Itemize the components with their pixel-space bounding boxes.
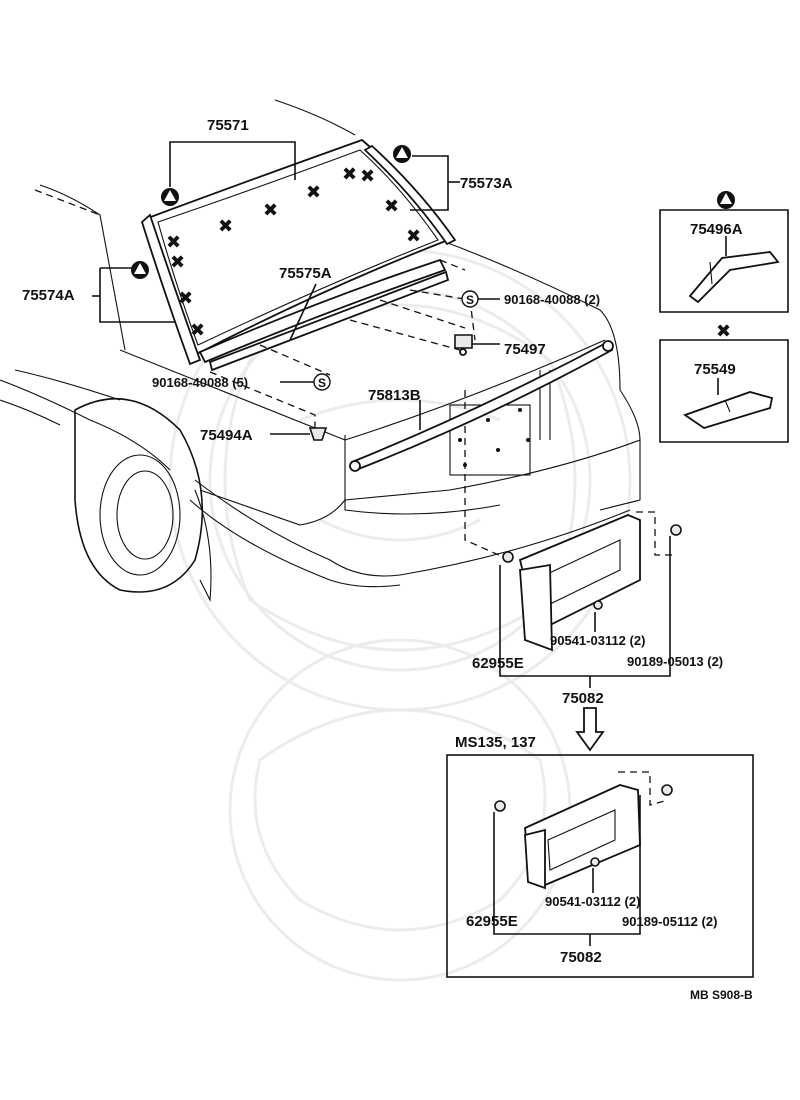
s-mark-icon: S	[461, 290, 479, 308]
cross-mark: ✖	[178, 288, 193, 309]
car-body	[0, 99, 641, 603]
label-90541-03112-top: 90541-03112 (2)	[550, 633, 645, 648]
label-ms135-137: MS135, 137	[455, 734, 536, 751]
svg-text:S: S	[318, 376, 326, 390]
triangle-mark-icon	[131, 261, 149, 279]
clip-75497	[454, 334, 473, 356]
label-90168-40088-2: 90168-40088 (2)	[504, 292, 600, 307]
down-arrow-icon	[575, 707, 605, 752]
s-mark-icon: S	[313, 373, 331, 391]
label-75574A: 75574A	[22, 287, 75, 304]
clip-75494A	[308, 427, 328, 441]
triangle-mark-icon	[393, 145, 411, 163]
garnish-75082-top	[502, 514, 682, 652]
ms-variant-box	[446, 754, 754, 978]
label-75813B: 75813B	[368, 387, 421, 404]
svg-text:S: S	[466, 293, 474, 307]
label-75549: 75549	[694, 361, 736, 378]
cross-mark: ✖	[218, 216, 233, 237]
cross-mark: ✖	[360, 166, 375, 187]
callout-75549	[659, 339, 789, 443]
label-62955E-top: 62955E	[472, 655, 524, 672]
cross-mark: ✖	[170, 252, 185, 273]
reference-code: MB S908-B	[690, 988, 753, 1002]
label-75573A: 75573A	[460, 175, 513, 192]
triangle-mark-icon	[717, 191, 735, 209]
cross-mark: ✖	[716, 321, 731, 342]
label-90541-03112-bottom: 90541-03112 (2)	[545, 894, 640, 909]
label-62955E-bottom: 62955E	[466, 913, 518, 930]
label-75082-top: 75082	[562, 690, 604, 707]
cross-mark: ✖	[190, 320, 205, 341]
label-leaders	[92, 141, 727, 946]
luggage-molding	[349, 340, 614, 472]
cross-mark: ✖	[342, 164, 357, 185]
callout-75496A	[659, 209, 789, 313]
window-moldings	[140, 144, 457, 372]
garnish-75082-bottom	[494, 784, 673, 890]
label-90168-40088-5: 90168-40088 (5)	[152, 375, 248, 390]
cross-mark: ✖	[384, 196, 399, 217]
label-75497: 75497	[504, 341, 546, 358]
label-75496A: 75496A	[690, 221, 743, 238]
cross-mark: ✖	[166, 232, 181, 253]
label-75575A: 75575A	[279, 265, 332, 282]
label-90189-05112-bottom: 90189-05112 (2)	[622, 914, 717, 929]
label-75571: 75571	[207, 117, 249, 134]
label-90189-05013-top: 90189-05013 (2)	[627, 654, 723, 669]
triangle-mark-icon	[161, 188, 179, 206]
cross-mark: ✖	[263, 200, 278, 221]
label-75082-bottom: 75082	[560, 949, 602, 966]
cross-mark: ✖	[306, 182, 321, 203]
cross-mark: ✖	[406, 226, 421, 247]
label-75494A: 75494A	[200, 427, 253, 444]
